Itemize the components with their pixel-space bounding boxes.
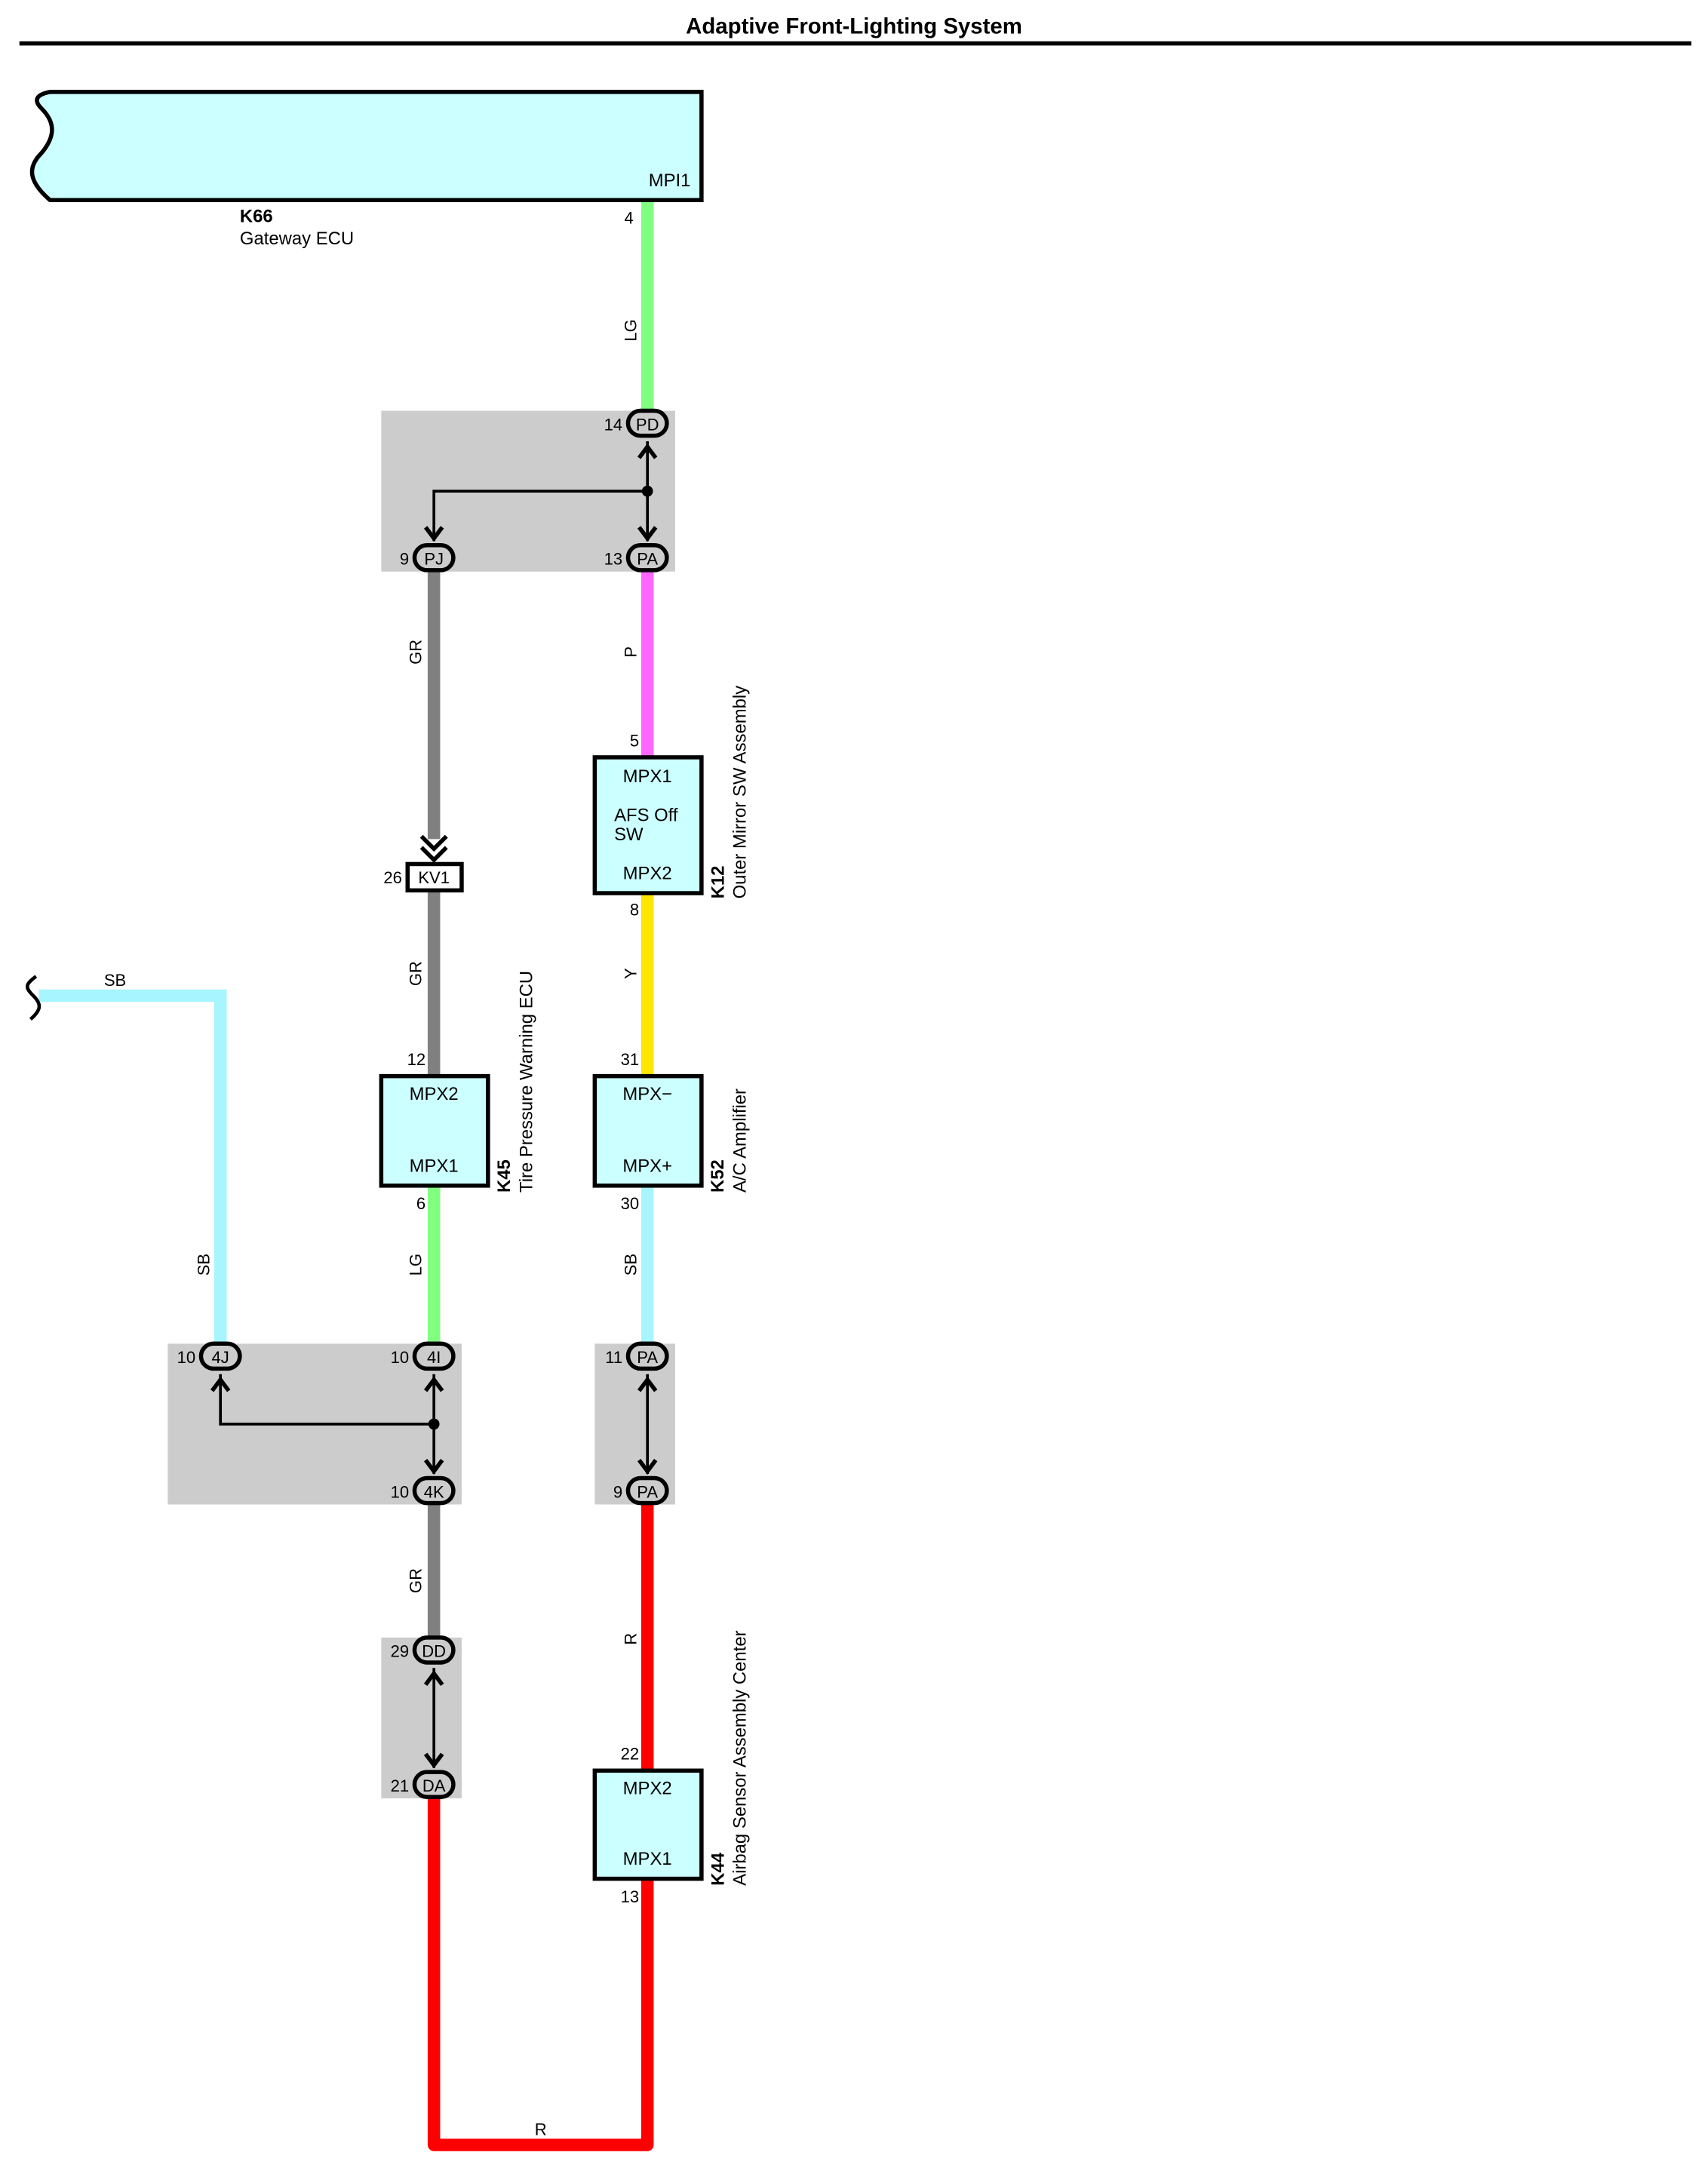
k52-component bbox=[592, 1073, 704, 1188]
splice-point-top bbox=[641, 485, 653, 497]
wire-label-lg-top: LG bbox=[621, 319, 640, 341]
k45-bottom-pin: 6 bbox=[416, 1194, 425, 1213]
connector-pd-name: PD bbox=[636, 415, 659, 434]
connector-pa13-name: PA bbox=[637, 550, 658, 569]
k45-code: K45 bbox=[494, 1159, 515, 1193]
wire-label-sb-left-horiz: SB bbox=[104, 971, 126, 990]
k44-code: K44 bbox=[708, 1852, 728, 1886]
connector-pd-pin: 14 bbox=[604, 415, 623, 434]
wire-label-lg-lower: LG bbox=[407, 1254, 425, 1276]
k52-bottom-label: MPX+ bbox=[622, 1156, 672, 1176]
k44-bottom-label: MPX1 bbox=[623, 1849, 672, 1869]
wire-label-gr-mid: GR bbox=[407, 961, 425, 986]
wire-label-gr-upper: GR bbox=[407, 640, 425, 665]
connector-pa9-name: PA bbox=[637, 1482, 658, 1501]
wire-label-r-right: R bbox=[621, 1633, 640, 1645]
wire-r-bottom bbox=[427, 1798, 654, 2151]
k12-mid-label-1: AFS Off bbox=[614, 805, 678, 825]
connector-4k-pin: 10 bbox=[391, 1482, 410, 1501]
connector-pj-pin: 9 bbox=[400, 550, 409, 569]
k12-bottom-pin: 8 bbox=[630, 900, 639, 919]
k44-bottom-pin: 13 bbox=[621, 1887, 640, 1906]
k12-top-label: MPX1 bbox=[623, 766, 672, 787]
k52-name: A/C Amplifier bbox=[730, 1088, 751, 1193]
k12-bottom-label: MPX2 bbox=[623, 864, 672, 884]
k12-component bbox=[592, 755, 704, 895]
k12-top-pin: 5 bbox=[630, 731, 639, 750]
splice-point-left bbox=[428, 1418, 440, 1430]
wire-label-y: Y bbox=[621, 968, 640, 979]
k44-component bbox=[592, 1768, 704, 1881]
sb-wire-break-icon bbox=[26, 975, 41, 1021]
wire-label-sb-right: SB bbox=[621, 1254, 640, 1276]
connector-4i-name: 4I bbox=[427, 1348, 441, 1367]
connector-pj-name: PJ bbox=[424, 550, 444, 569]
wire-label-p: P bbox=[621, 646, 640, 658]
wire-sb-left bbox=[38, 989, 227, 1344]
page-title: Adaptive Front-Lighting System bbox=[686, 14, 1022, 39]
wire-label-r-bottom: R bbox=[535, 2120, 547, 2139]
connector-4j-pin: 10 bbox=[177, 1348, 196, 1367]
connector-4i-pin: 10 bbox=[391, 1348, 410, 1367]
wire-label-sb-left-vert: SB bbox=[194, 1254, 213, 1276]
k66-code: K66 bbox=[240, 207, 273, 227]
k12-code: K12 bbox=[708, 866, 728, 899]
connector-pa11-pin: 11 bbox=[605, 1348, 622, 1367]
k66-component bbox=[29, 90, 704, 202]
k45-bottom-label: MPX1 bbox=[410, 1156, 459, 1176]
connector-ovals bbox=[198, 408, 669, 1799]
connector-kv1-pin: 26 bbox=[383, 868, 402, 887]
k52-code: K52 bbox=[708, 1159, 728, 1193]
connector-pa11-name: PA bbox=[637, 1348, 658, 1367]
k44-top-label: MPX2 bbox=[623, 1779, 672, 1799]
connector-da-name: DA bbox=[422, 1776, 446, 1795]
connector-pa9-pin: 9 bbox=[613, 1482, 622, 1501]
connector-kv1-name: KV1 bbox=[418, 868, 450, 887]
connector-4k-name: 4K bbox=[424, 1482, 444, 1501]
kv1-chevron-icon bbox=[419, 834, 448, 863]
k45-component bbox=[379, 1073, 490, 1188]
connector-4j-name: 4J bbox=[212, 1348, 229, 1367]
connector-dd-pin: 29 bbox=[391, 1642, 410, 1661]
connector-kv1 bbox=[405, 861, 464, 893]
k45-top-label: MPX2 bbox=[410, 1084, 459, 1104]
k44-name: Airbag Sensor Assembly Center bbox=[730, 1630, 751, 1885]
k52-bottom-pin: 30 bbox=[621, 1194, 640, 1213]
connector-pa13-pin: 13 bbox=[604, 550, 623, 569]
connector-dd-name: DD bbox=[422, 1642, 446, 1661]
k52-top-pin: 31 bbox=[621, 1050, 640, 1069]
k12-name: Outer Mirror SW Assembly bbox=[730, 686, 751, 899]
connector-da-pin: 21 bbox=[391, 1776, 410, 1795]
k45-name: Tire Pressure Warning ECU bbox=[517, 971, 537, 1193]
k66-pin: 4 bbox=[625, 208, 634, 227]
k66-name: Gateway ECU bbox=[240, 229, 354, 249]
k45-top-pin: 12 bbox=[407, 1050, 426, 1069]
k12-mid-label-2: SW bbox=[614, 824, 644, 845]
k52-top-label: MPX− bbox=[622, 1084, 672, 1104]
k44-top-pin: 22 bbox=[621, 1745, 640, 1764]
connector-arrows bbox=[210, 443, 658, 1769]
k66-pin-label: MPI1 bbox=[649, 170, 691, 191]
wire-label-gr-lower: GR bbox=[407, 1568, 425, 1593]
